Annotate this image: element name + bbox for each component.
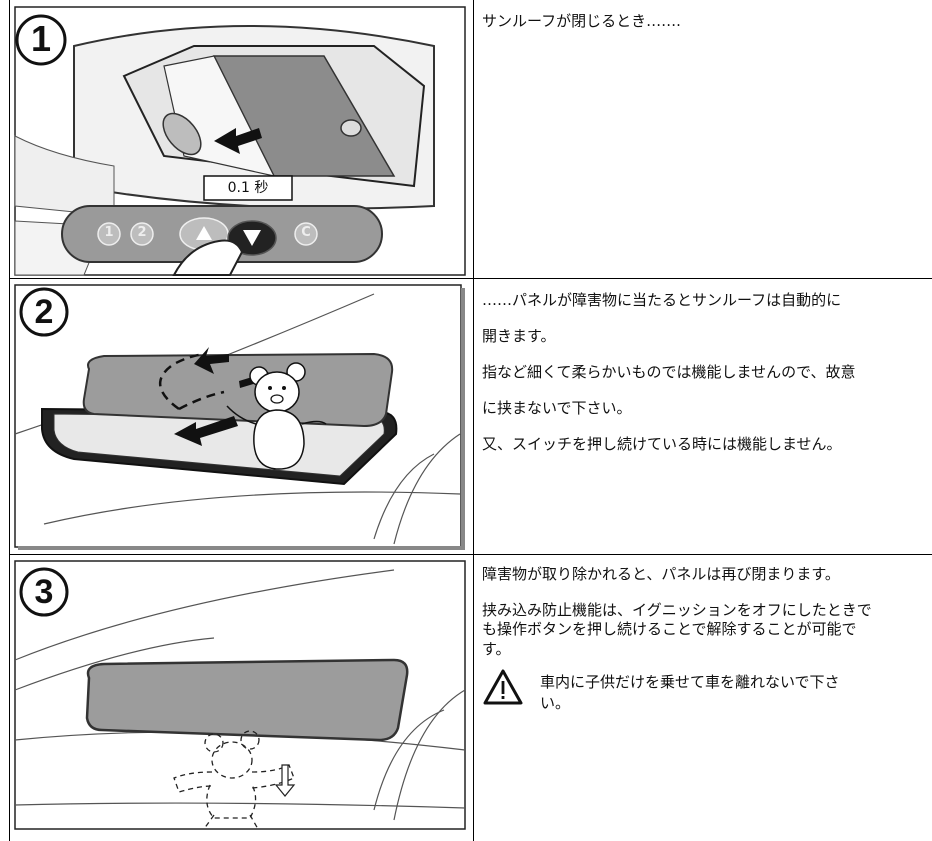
keypad-key-1: 1	[104, 225, 114, 240]
step-2-paragraph-2: 開きます。	[482, 327, 556, 345]
step-1-text: サンルーフが閉じるとき…….	[482, 12, 681, 30]
keypad-key-2: 2	[137, 225, 147, 240]
step-2-number: 2	[34, 293, 54, 331]
step-2-paragraph-5: 又、スイッチを押し続けている時には機能しません。	[482, 435, 842, 453]
step-2-paragraph-3: 指など細くて柔らかいものでは機能しませんので、故意	[482, 363, 856, 381]
step-1-duration-label: 0.1 秒	[227, 180, 269, 196]
row-divider-1-text	[473, 278, 932, 279]
step-3-illustration: 3	[14, 560, 466, 830]
step-2-paragraph-4: に挟まないで下さい。	[482, 399, 632, 417]
table-divider-vertical	[473, 0, 474, 841]
step-2-illustration: 2	[14, 284, 466, 550]
step-1-illustration: 1 0.1 秒 1 2 C	[14, 6, 466, 276]
warning-triangle-icon	[483, 669, 523, 705]
table-border-left	[9, 0, 10, 841]
step-3-paragraph-2-line-1: 挟み込み防止機能は、イグニッションをオフにしたときで	[482, 601, 872, 619]
warning-text-line-2: い。	[540, 694, 571, 712]
step-3-paragraph-2-line-2: も操作ボタンを押し続けることで解除することが可能で	[482, 620, 857, 638]
row-divider-2-text	[473, 554, 932, 555]
keypad-key-c: C	[301, 225, 311, 240]
warning-text-line-1: 車内に子供だけを乗せて車を離れないで下さ	[540, 673, 840, 691]
step-3-paragraph-1: 障害物が取り除かれると、パネルは再び閉まります。	[482, 565, 840, 583]
step-3-paragraph-2-line-3: す。	[482, 640, 511, 658]
step-2-paragraph-1: ……パネルが障害物に当たるとサンルーフは自動的に	[482, 291, 842, 309]
step-3-number: 3	[34, 573, 54, 611]
row-divider-2	[9, 554, 473, 555]
row-divider-1	[9, 278, 473, 279]
step-1-number: 1	[30, 18, 52, 59]
step-1-paragraph: サンルーフが閉じるとき…….	[482, 12, 681, 30]
